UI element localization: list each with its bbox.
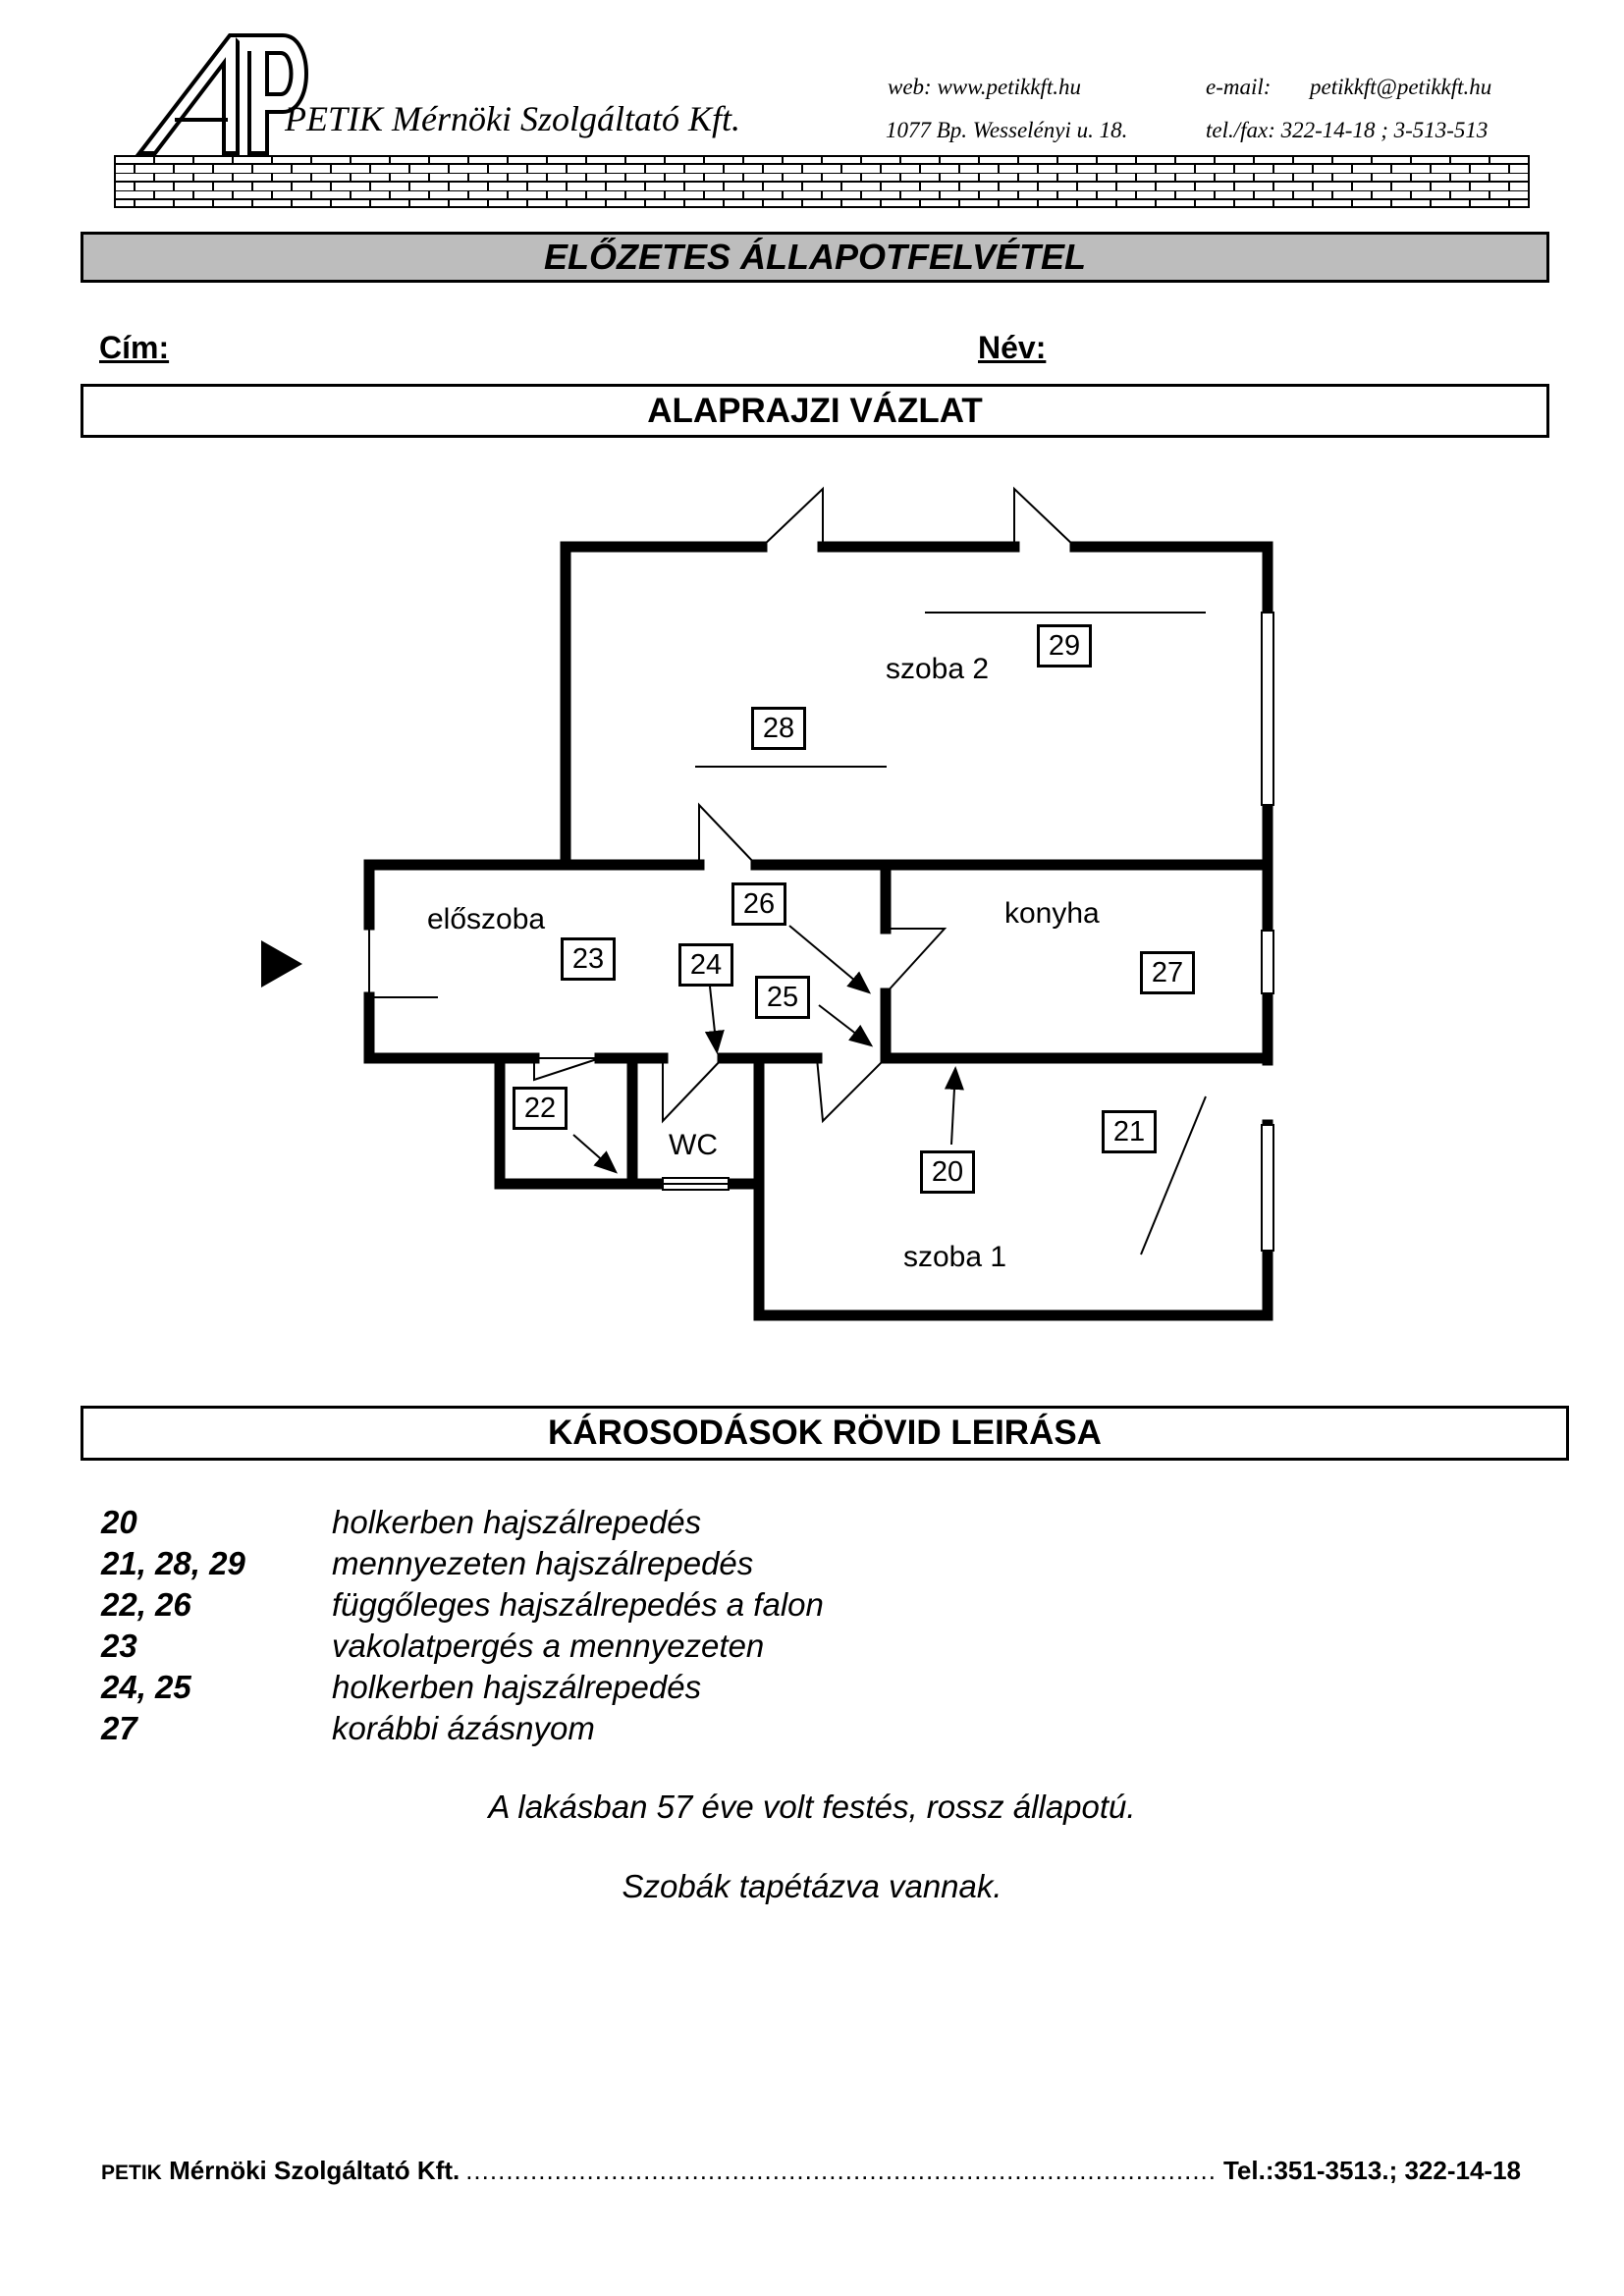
damage-marker-24: 24 [678,943,733,987]
damage-number: 24, 25 [101,1669,191,1705]
arrow [788,925,872,994]
damage-marker-22: 22 [513,1087,568,1130]
damage-marker-20: 20 [920,1150,975,1194]
window [1261,930,1274,994]
damage-description: vakolatpergés a mennyezeten [332,1628,765,1664]
company-logo [135,29,312,157]
web-address: web: www.petikkft.hu [888,75,1081,99]
damage-marker-27: 27 [1140,951,1195,994]
damage-marker-29: 29 [1037,624,1092,667]
damage-description: mennyezeten hajszálrepedés [332,1545,754,1581]
damage-number: 23 [101,1628,137,1664]
arrow [572,1134,619,1174]
damage-number: 21, 28, 29 [101,1545,245,1581]
damage-marker-21: 21 [1102,1110,1157,1153]
arrow [818,1004,874,1047]
damage-number: 27 [101,1710,137,1746]
damage-marker-25: 25 [755,976,810,1019]
damage-marker-28: 28 [751,707,806,750]
footer-company-prefix: PETIK [101,2162,162,2184]
damage-description: holkerben hajszálrepedés [332,1669,702,1705]
floorplan-title: ALAPRAJZI VÁZLAT [81,384,1549,438]
damage-marker-23: 23 [561,937,616,981]
damage-description: holkerben hajszálrepedés [332,1504,702,1540]
room-label-konyha: konyha [1004,897,1100,930]
door-swing [698,802,757,866]
window [1261,1124,1274,1252]
door-swing [761,486,824,548]
door-swing [1013,486,1076,548]
postal-address: 1077 Bp. Wesselényi u. 18. [886,118,1128,142]
damage-description: függőleges hajszálrepedés a falon [332,1586,824,1623]
footer: PETIK Mérnöki Szolgáltató Kft. .........… [101,2156,1521,2186]
floor-plan [261,486,1274,1321]
damages-title: KÁROSODÁSOK RÖVID LEIRÁSA [81,1406,1569,1461]
email-address: petikkft@petikkft.hu [1310,75,1492,99]
note-wallpaper: Szobák tapétázva vannak. [622,1868,1002,1904]
room-label-eloszoba: előszoba [427,903,546,935]
arrow [944,1066,964,1146]
window [1261,612,1274,806]
company-name: PETIK Mérnöki Szolgáltató Kft. [285,99,740,138]
note-painting: A lakásban 57 éve volt festés, rossz áll… [488,1789,1136,1825]
door-swing [816,1057,887,1124]
door-swing [885,928,947,994]
damage-number: 22, 26 [101,1586,191,1623]
email-label: e-mail: [1206,75,1272,99]
door-swing [368,925,438,998]
door-swing [662,1057,724,1124]
form-title: ELŐZETES ÁLLAPOTFELVÉTEL [81,232,1549,283]
tel-fax: tel./fax: 322-14-18 ; 3-513-513 [1206,118,1489,142]
footer-company-name: Mérnöki Szolgáltató Kft. [169,2156,460,2185]
address-label: Cím: [99,330,170,365]
room-label-szoba1: szoba 1 [903,1241,1007,1273]
damage-number: 20 [101,1504,137,1540]
arrow [704,986,725,1054]
door-swing [533,1057,601,1082]
damage-description: korábbi ázásnyom [332,1710,595,1746]
brick-band-decoration [114,155,1530,208]
name-label: Név: [978,330,1047,365]
room-label-szoba2: szoba 2 [886,653,990,685]
crack-line [1140,1095,1207,1255]
damage-marker-26: 26 [731,882,786,926]
footer-dots: ........................................… [465,2156,1218,2185]
room-label-wc: WC [669,1129,718,1161]
footer-phone: Tel.:351-3513.; 322-14-18 [1222,2156,1521,2185]
entrance-arrow [261,940,302,988]
